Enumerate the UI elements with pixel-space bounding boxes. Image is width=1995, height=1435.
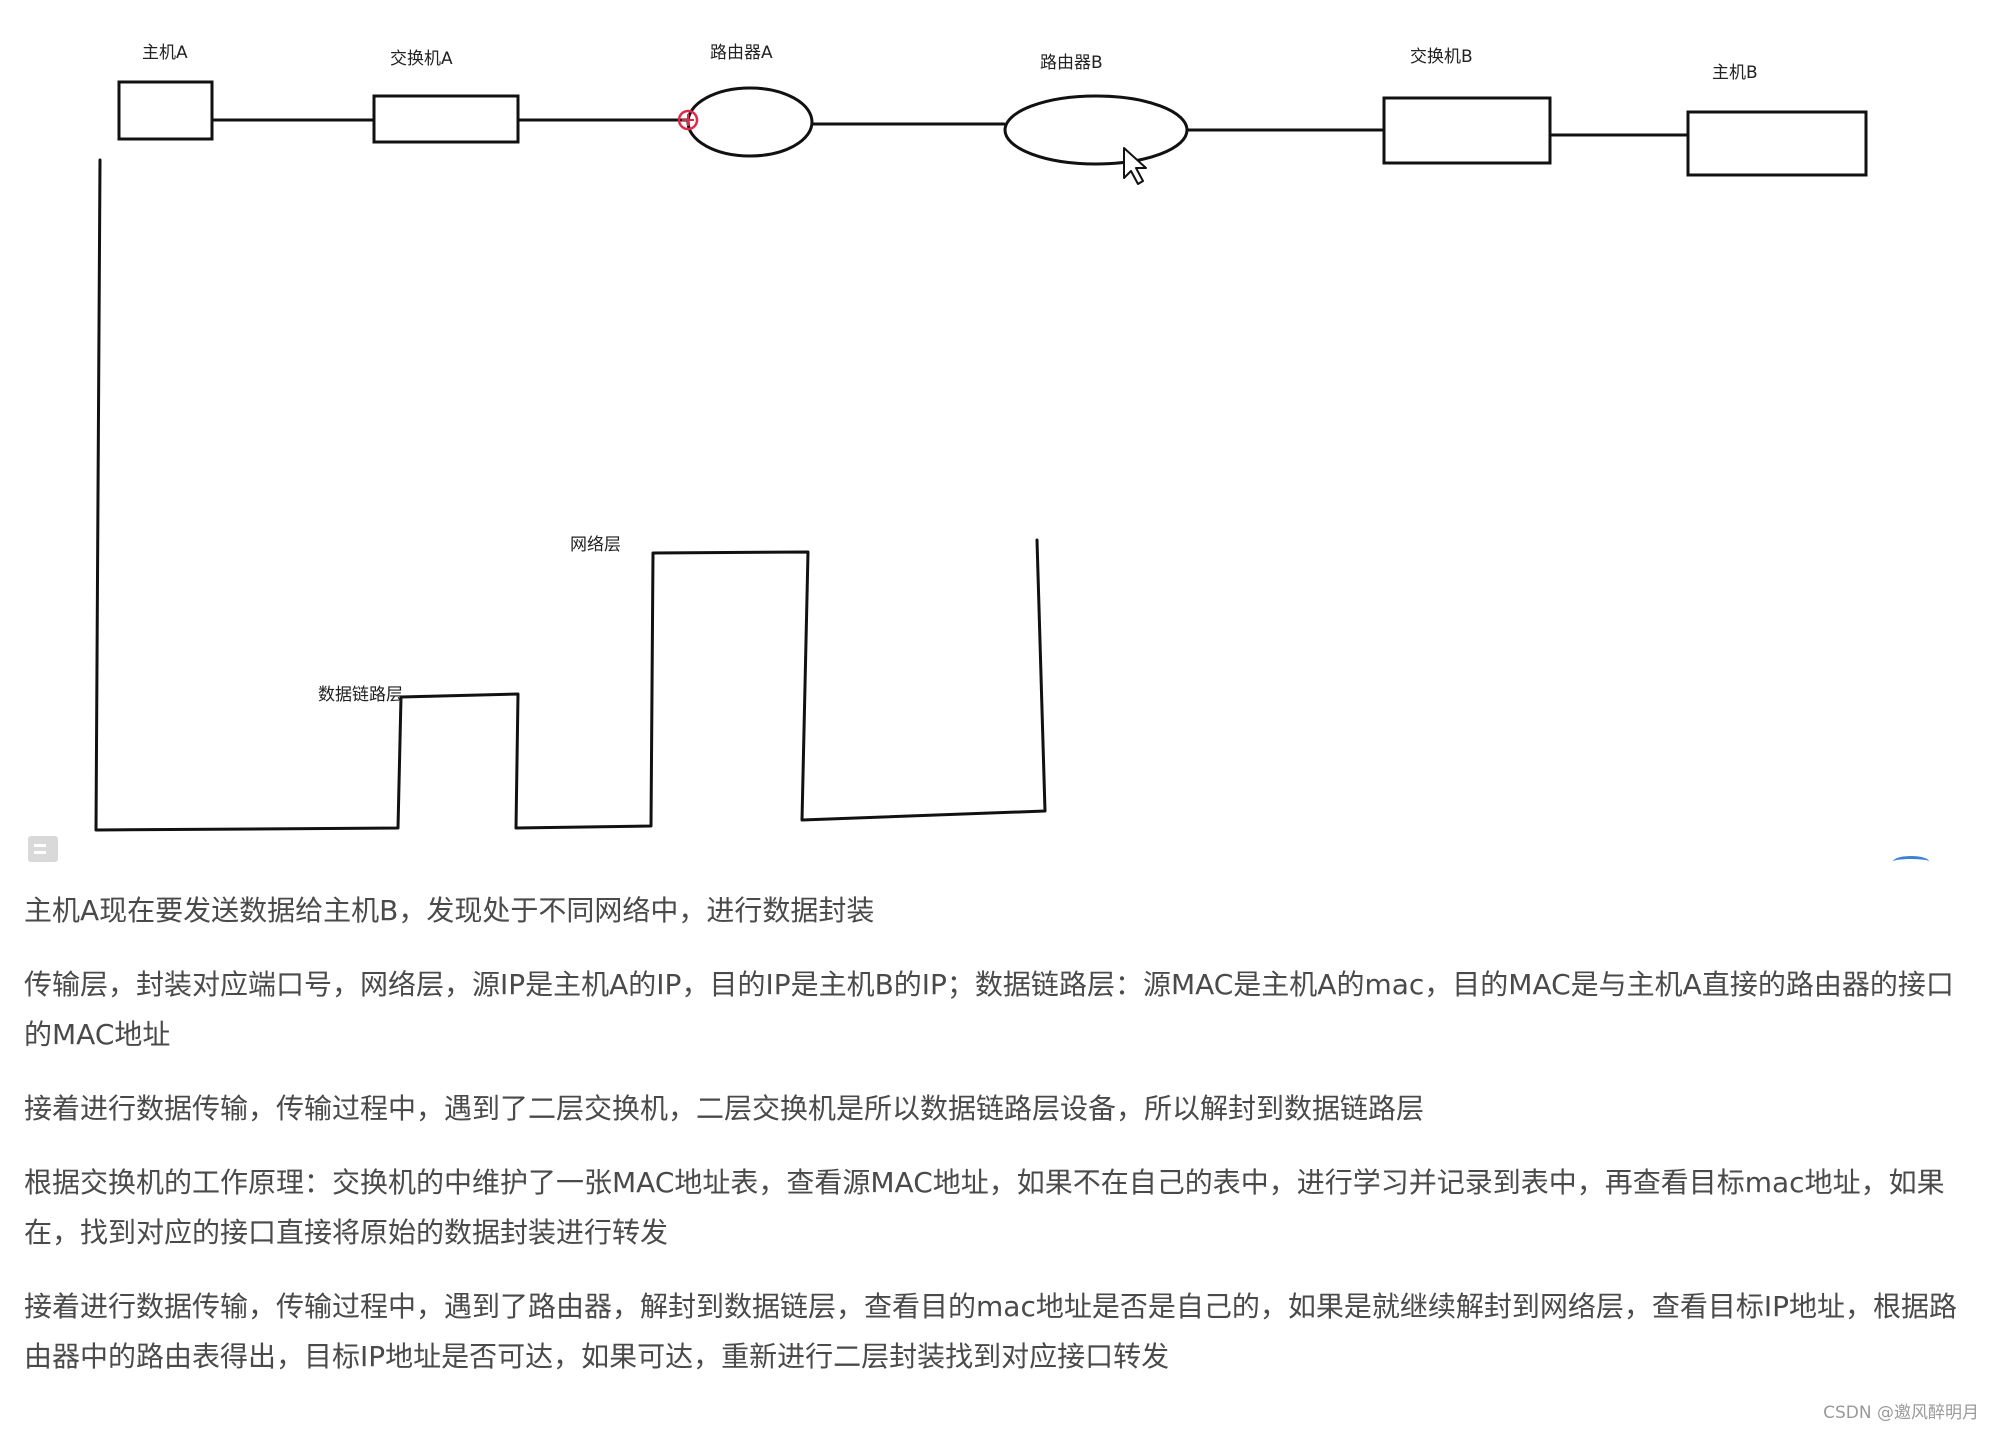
switch-b-label: 交换机B [1410, 47, 1473, 67]
note-paragraph: 接着进行数据传输，传输过程中，遇到了路由器，解封到数据链层，查看目的mac地址是… [24, 1290, 1957, 1373]
router-a-label: 路由器A [710, 43, 773, 63]
host-b-label: 主机B [1712, 63, 1758, 83]
explanation-notes: 主机A现在要发送数据给主机B，发现处于不同网络中，进行数据封装 传输层，封装对应… [24, 886, 1964, 1406]
edge-marker [1893, 856, 1929, 867]
host-a-box [117, 80, 214, 141]
mouse-cursor-icon [1123, 147, 1147, 185]
router-a-shape [686, 86, 814, 158]
network-layer-label: 网络层 [570, 535, 621, 555]
note-paragraph: 根据交换机的工作原理：交换机的中维护了一张MAC地址表，查看源MAC地址，如果不… [24, 1166, 1945, 1249]
handle-icon[interactable] [28, 836, 58, 862]
encapsulation-path [94, 158, 1047, 832]
router-b-shape [1003, 94, 1189, 166]
switch-b-box [1382, 96, 1552, 165]
network-diagram: 主机A 交换机A 路由器A 路由器B 交换机B 主机B 网络层 数据链路层 [94, 43, 1868, 832]
note-paragraph: 传输层，封装对应端口号，网络层，源IP是主机A的IP，目的IP是主机B的IP；数… [24, 968, 1954, 1051]
host-b-box [1686, 110, 1868, 177]
switch-a-label: 交换机A [390, 49, 453, 69]
note-paragraph: 主机A现在要发送数据给主机B，发现处于不同网络中，进行数据封装 [24, 894, 875, 927]
host-a-label: 主机A [142, 43, 188, 63]
router-b-label: 路由器B [1040, 53, 1103, 73]
interface-marker-icon [677, 109, 699, 131]
note-paragraph: 接着进行数据传输，传输过程中，遇到了二层交换机，二层交换机是所以数据链路层设备，… [24, 1092, 1425, 1125]
data-link-layer-label: 数据链路层 [318, 685, 403, 705]
watermark: CSDN @邀风醉明月 [1823, 1403, 1979, 1423]
switch-a-box [372, 94, 520, 144]
